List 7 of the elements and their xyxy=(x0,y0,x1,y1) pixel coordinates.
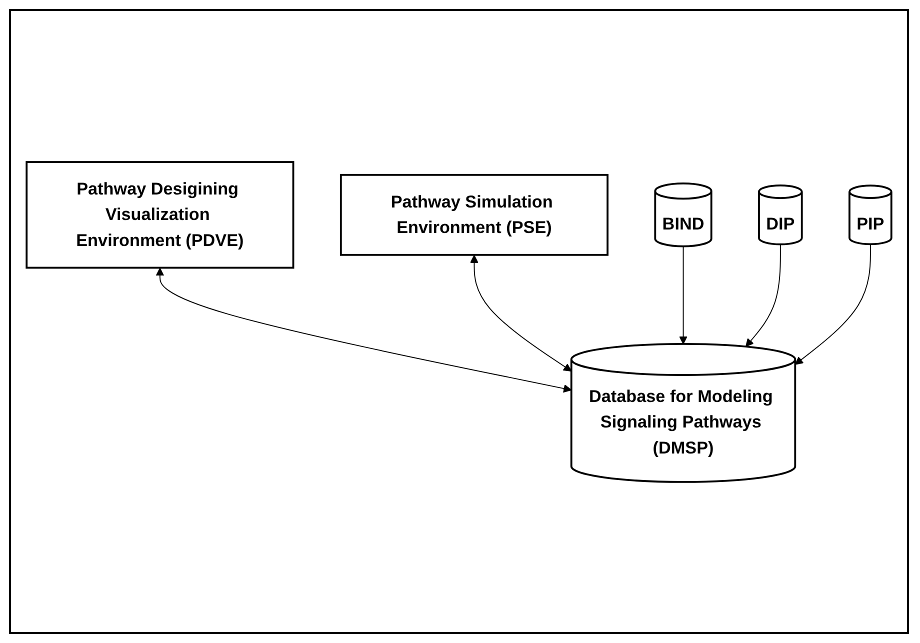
node-box: Pathway Desigining Visualization Environment (PDVE) xyxy=(26,160,294,268)
arrow xyxy=(470,254,572,372)
node-box: Pathway Simulation Environment (PSE) xyxy=(340,173,608,256)
arrow xyxy=(794,243,871,364)
arrow xyxy=(156,267,572,392)
arrow xyxy=(679,245,688,344)
arrow xyxy=(745,243,781,346)
